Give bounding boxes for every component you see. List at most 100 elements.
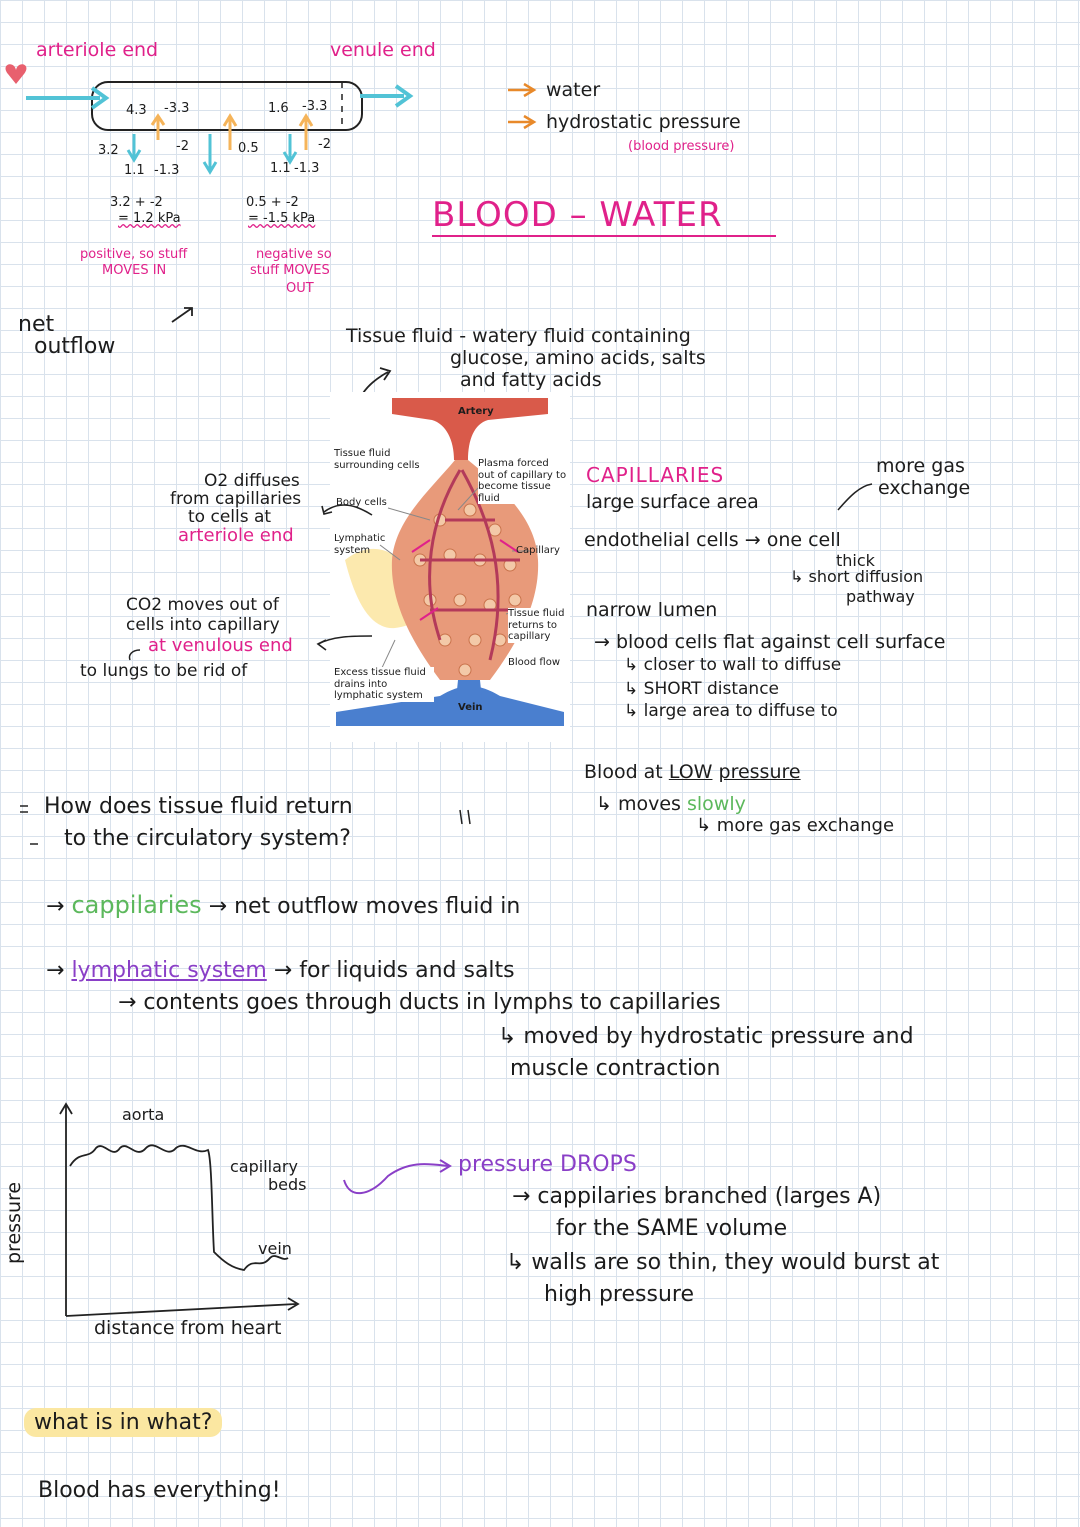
graph-xlabel: distance from heart <box>94 1317 282 1339</box>
narrow-lumen: narrow lumen <box>586 599 718 621</box>
blood-has-everything: Blood has everything! <box>38 1478 281 1503</box>
value-label: -2 <box>176 139 189 154</box>
co2-note-2: cells into capillary <box>126 615 280 635</box>
net-label: net <box>18 312 55 337</box>
what-is-in-what: what is in what? <box>24 1408 223 1437</box>
graph-ylabel: pressure <box>3 1181 25 1264</box>
more-gas-2: exchange <box>878 477 971 499</box>
capillaries-term: cappilaries <box>71 891 202 919</box>
key-water: water <box>546 79 601 101</box>
large-sa: large surface area <box>586 491 759 513</box>
figure-tissue-fluid-label: Tissue fluid surrounding cells <box>334 448 424 471</box>
calc-right-result: = -1.5 kPa <box>248 211 316 226</box>
capillaries-title: CAPILLARIES <box>586 463 725 487</box>
closer-to-wall: ↳ closer to wall to diffuse <box>624 655 842 675</box>
venule-end-label: venule end <box>330 39 436 61</box>
graph-aorta-label: aorta <box>122 1105 165 1124</box>
pressure-branched: → cappilaries branched (larges A) <box>512 1184 882 1209</box>
low-pressure-line: Blood at LOW pressure <box>584 761 801 784</box>
o2-note-3: to cells at <box>188 507 272 527</box>
value-label: 1.1 <box>270 161 291 176</box>
value-label: -3.3 <box>164 101 190 116</box>
pathway: pathway <box>846 587 915 606</box>
figure-returns-label: Tissue fluid returns to capillary <box>508 608 568 643</box>
lymphatic-desc: → for liquids and salts <box>273 958 515 983</box>
note-stuff-moves: stuff MOVES <box>250 263 330 278</box>
outflow-label: outflow <box>34 334 116 359</box>
low-pressure-text-1: Blood at <box>584 761 663 783</box>
tissue-fluid-def-3: and fatty acids <box>460 369 602 391</box>
short-distance: ↳ SHORT distance <box>624 679 780 699</box>
co2-note-4: to lungs to be rid of <box>80 661 248 681</box>
pressure-same-volume: for the SAME volume <box>556 1216 788 1241</box>
value-label: 4.3 <box>126 103 147 118</box>
note-moves-in: MOVES IN <box>102 263 167 278</box>
large-area: ↳ large area to diffuse to <box>624 701 838 721</box>
moves-text: ↳ moves <box>596 793 681 815</box>
arrow-icon: → <box>46 958 65 983</box>
value-label: -1.3 <box>294 161 320 176</box>
highlighted-question: what is in what? <box>24 1408 223 1437</box>
o2-note-1: O2 diffuses <box>204 471 300 491</box>
lymph-contents: → contents goes through ducts in lymphs … <box>118 990 721 1015</box>
note-out: OUT <box>286 281 314 296</box>
low-pressure-text-2: LOW <box>668 761 713 783</box>
lymph-moved: ↳ moved by hydrostatic pressure and <box>498 1024 914 1049</box>
key-hydrostatic: hydrostatic pressure <box>546 111 741 133</box>
more-gas-1: more gas <box>876 455 965 477</box>
figure-body-cells-label: Body cells <box>336 497 387 508</box>
graph-capillary-label: capillary <box>230 1157 298 1176</box>
arrow-icon: → <box>46 894 65 919</box>
value-label: 0.5 <box>238 141 259 156</box>
figure-lymphatic-label: Lymphatic system <box>334 533 386 556</box>
calc-left: 3.2 + -2 <box>110 195 163 210</box>
co2-note-1: CO2 moves out of <box>126 595 279 615</box>
figure-plasma-label: Plasma forced out of capillary to become… <box>478 458 568 504</box>
value-label: -1.3 <box>154 163 180 178</box>
value-label: 1.6 <box>268 101 289 116</box>
o2-note-4: arteriole end <box>178 525 294 546</box>
value-label: 1.1 <box>124 163 145 178</box>
tissue-fluid-def-1: Tissue fluid - watery fluid containing <box>346 325 691 347</box>
moves-slowly-line: ↳ moves slowly <box>596 793 746 816</box>
figure-artery-label: Artery <box>458 406 494 417</box>
pressure-drops: pressure DROPS <box>458 1152 637 1177</box>
lymph-muscle: muscle contraction <box>510 1056 721 1081</box>
co2-note-3: at venulous end <box>148 635 293 656</box>
arteriole-end-label: arteriole end <box>36 39 159 61</box>
o2-note-2: from capillaries <box>170 489 302 509</box>
tissue-fluid-def-2: glucose, amino acids, salts <box>450 347 706 369</box>
pressure-high: high pressure <box>544 1282 694 1307</box>
graph-beds-label: beds <box>268 1175 307 1194</box>
value-label: -2 <box>318 137 331 152</box>
pressure-graph <box>59 1102 300 1317</box>
figure-excess-label: Excess tissue fluid drains into lymphati… <box>334 667 434 702</box>
heart-icon <box>5 64 27 84</box>
question-line-2: to the circulatory system? <box>64 826 351 851</box>
value-label: -3.3 <box>302 99 328 114</box>
key-blood-pressure: (blood pressure) <box>628 139 735 154</box>
pressure-thin-walls: ↳ walls are so thin, they would burst at <box>506 1250 940 1275</box>
short-diffusion: ↳ short diffusion <box>790 567 924 586</box>
value-label: 3.2 <box>98 143 119 158</box>
flat-cells: → blood cells flat against cell surface <box>594 631 946 653</box>
answer-capillaries: → cappilaries → net outflow moves fluid … <box>46 891 521 920</box>
figure-vein-label: Vein <box>458 702 483 713</box>
note-negative: negative so <box>256 247 332 262</box>
figure-capillary-label: Capillary <box>516 545 560 556</box>
capillaries-desc: → net outflow moves fluid in <box>208 894 521 919</box>
key-arrows <box>508 82 537 130</box>
answer-lymphatic: → lymphatic system → for liquids and sal… <box>46 958 515 983</box>
lymphatic-term: lymphatic system <box>71 958 267 983</box>
figure-blood-flow-label: Blood flow <box>508 657 560 668</box>
endothelial: endothelial cells → one cell <box>584 529 841 551</box>
graph-vein-label: vein <box>258 1239 292 1258</box>
question-line-1: How does tissue fluid return <box>44 794 353 819</box>
calc-left-result: = 1.2 kPa <box>118 211 181 226</box>
capillary-tube-diagram <box>26 81 414 175</box>
thick: thick <box>836 551 875 570</box>
page-heading: BLOOD – WATER <box>432 195 723 235</box>
more-gas-exchange: ↳ more gas exchange <box>696 815 895 836</box>
slowly-text: slowly <box>686 793 746 815</box>
calc-right: 0.5 + -2 <box>246 195 299 210</box>
